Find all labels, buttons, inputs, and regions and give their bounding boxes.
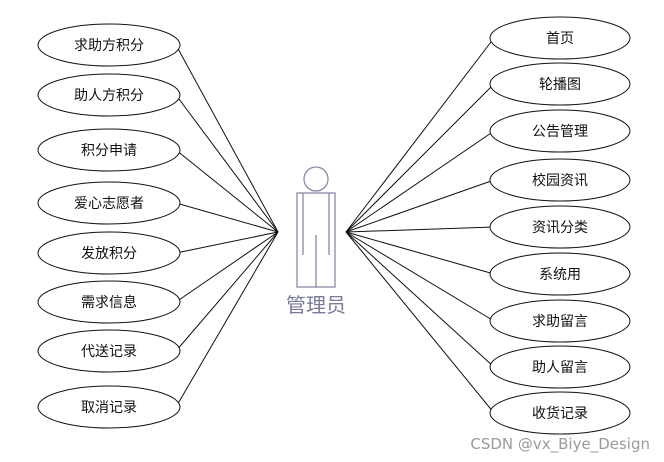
use-case-ellipse <box>489 205 631 249</box>
association-line-right-5 <box>345 226 495 233</box>
use-case-label: 代送记录 <box>81 344 137 360</box>
association-line-left-3 <box>175 149 279 233</box>
use-case-label: 取消记录 <box>81 400 137 416</box>
use-case-right-2: 轮播图 <box>489 62 631 106</box>
actor-label: 管理员 <box>286 293 346 317</box>
association-line-right-4 <box>345 179 495 233</box>
use-case-right-4: 校园资讯 <box>489 158 631 202</box>
use-case-label: 发放积分 <box>81 246 137 262</box>
use-case-label: 求助方积分 <box>74 38 144 54</box>
use-case-ellipse <box>37 231 181 275</box>
use-case-ellipse <box>489 158 631 202</box>
use-case-right-5: 资讯分类 <box>489 205 631 249</box>
use-case-right-3: 公告管理 <box>489 109 631 153</box>
use-case-ellipse <box>489 62 631 106</box>
association-line-right-9 <box>345 231 495 414</box>
use-case-label: 助人留言 <box>532 360 588 376</box>
association-line-left-7 <box>175 231 279 352</box>
use-case-ellipse <box>489 299 631 343</box>
use-case-left-1: 求助方积分 <box>37 23 181 67</box>
association-line-left-8 <box>175 231 279 408</box>
association-line-left-1 <box>175 44 279 233</box>
association-lines <box>175 37 495 414</box>
use-case-ellipse <box>489 345 631 389</box>
association-line-right-6 <box>345 231 495 275</box>
use-case-label: 积分申请 <box>81 143 137 159</box>
use-case-left-7: 代送记录 <box>37 329 181 373</box>
watermark: CSDN @vx_Biye_Design <box>470 435 650 454</box>
association-line-left-5 <box>175 231 279 254</box>
use-case-ellipse <box>489 391 631 435</box>
use-case-ellipse <box>37 128 181 172</box>
association-line-right-8 <box>345 231 495 368</box>
use-case-ellipse <box>37 280 181 324</box>
use-case-right-9: 收货记录 <box>489 391 631 435</box>
use-case-right-1: 首页 <box>489 16 631 60</box>
use-case-left-3: 积分申请 <box>37 128 181 172</box>
association-line-right-2 <box>345 83 495 233</box>
use-case-ellipse <box>37 23 181 67</box>
use-case-ellipse <box>37 73 181 117</box>
use-case-label: 资讯分类 <box>532 220 588 236</box>
use-case-label: 求助留言 <box>532 314 588 330</box>
use-case-label: 校园资讯 <box>532 172 588 189</box>
association-line-left-4 <box>175 202 279 233</box>
use-case-ellipse <box>489 16 631 60</box>
use-case-right-6: 系统用 <box>489 252 631 296</box>
use-case-left-8: 取消记录 <box>37 385 181 429</box>
use-case-label: 助人方积分 <box>74 88 144 104</box>
use-case-label: 轮播图 <box>539 77 581 93</box>
use-case-ellipse <box>37 181 181 225</box>
use-case-left-6: 需求信息 <box>37 280 181 324</box>
use-case-left-4: 爱心志愿者 <box>37 181 181 225</box>
actor-figure <box>296 166 336 288</box>
use-case-label: 系统用 <box>539 267 581 283</box>
use-case-left-2: 助人方积分 <box>37 73 181 117</box>
association-line-left-6 <box>175 231 279 303</box>
use-case-label: 首页 <box>546 31 574 47</box>
association-line-right-3 <box>345 130 495 233</box>
association-line-right-7 <box>345 231 495 322</box>
association-line-left-2 <box>175 94 279 233</box>
actor-head <box>303 166 329 192</box>
use-case-label: 收货记录 <box>532 405 588 422</box>
use-case-ellipse <box>489 109 631 153</box>
use-case-right-7: 求助留言 <box>489 299 631 343</box>
use-case-ellipse <box>489 252 631 296</box>
association-line-right-1 <box>345 37 495 233</box>
use-case-ellipse <box>37 329 181 373</box>
use-case-label: 爱心志愿者 <box>74 196 144 212</box>
use-case-right-8: 助人留言 <box>489 345 631 389</box>
use-case-left-5: 发放积分 <box>37 231 181 275</box>
use-case-label: 公告管理 <box>532 124 588 140</box>
use-case-label: 需求信息 <box>81 294 137 311</box>
use-case-ellipse <box>37 385 181 429</box>
